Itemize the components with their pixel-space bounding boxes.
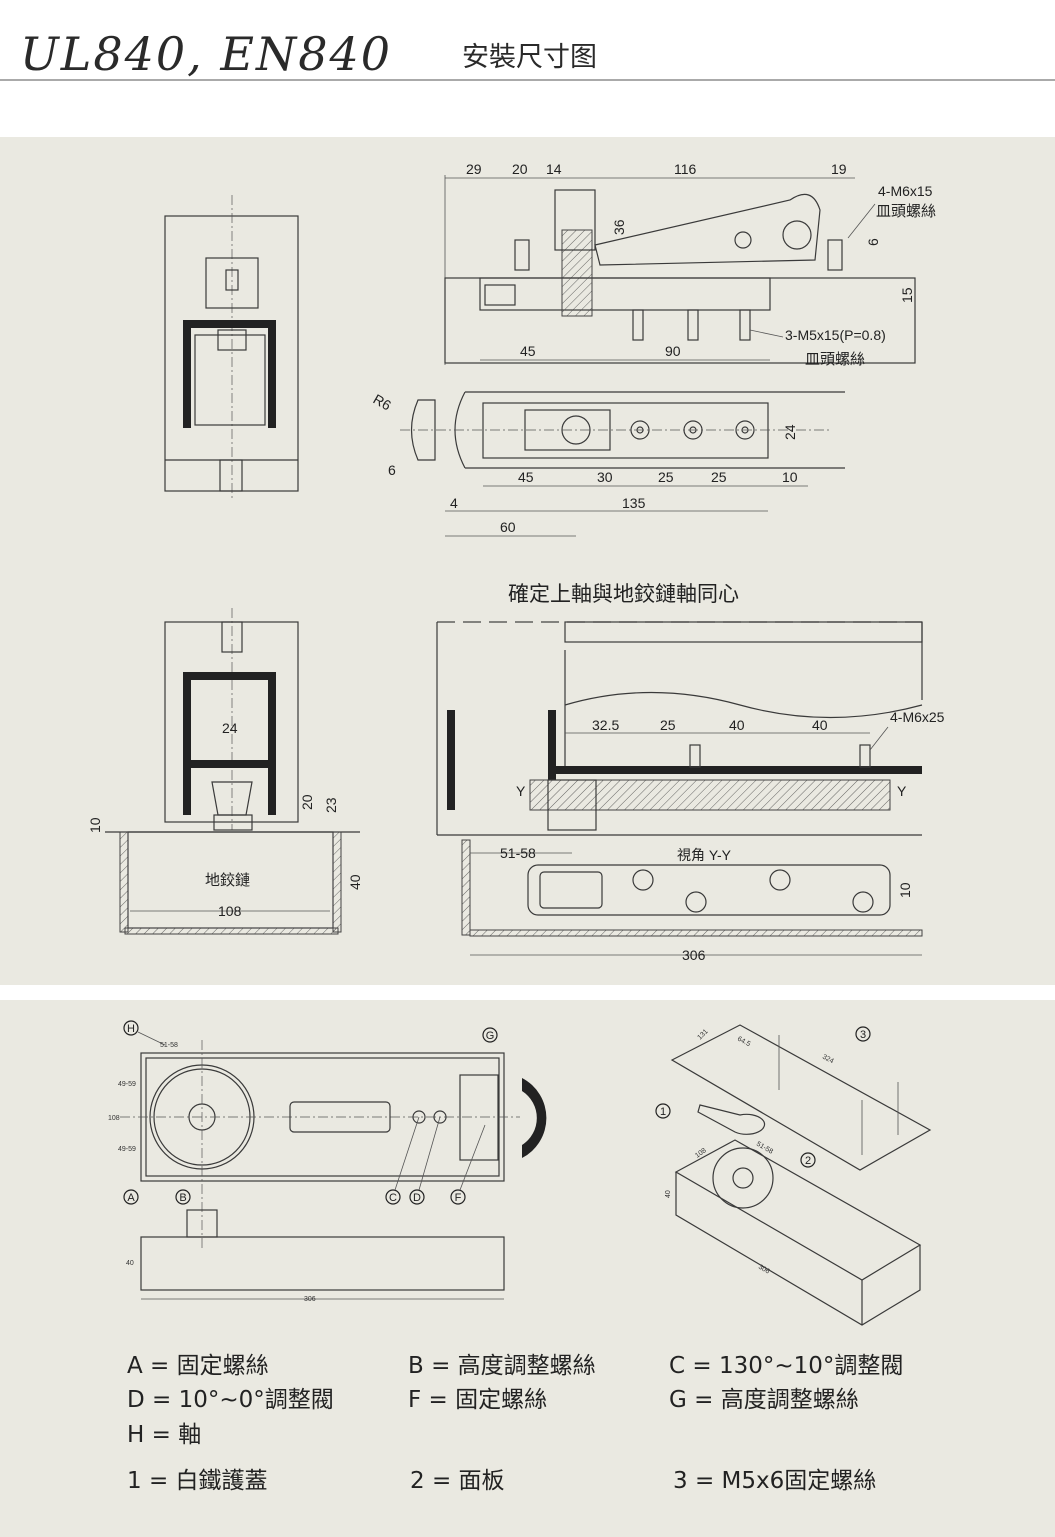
svg-text:G: G <box>486 1030 495 1042</box>
dim-r6: R6 <box>371 391 395 414</box>
dim-25-section: 25 <box>660 717 676 733</box>
dim-10-plan: 10 <box>782 469 798 485</box>
dim-324-iso: 324 <box>821 1054 835 1066</box>
view-y-y-label: 視角 Y-Y <box>677 847 732 863</box>
screw-type-label-2: 皿頭螺絲 <box>805 350 865 368</box>
dim-20-side: 20 <box>299 794 315 810</box>
legend-h: H = 軸 <box>127 1422 201 1448</box>
legend-f: F = 固定螺絲 <box>408 1387 547 1413</box>
svg-text:3: 3 <box>860 1029 866 1041</box>
dim-25b-plan: 25 <box>711 469 727 485</box>
dim-36: 36 <box>611 219 627 235</box>
parts-legend: A = 固定螺絲 B = 高度調整螺絲 C = 130°~10°調整閥 D = … <box>127 1353 903 1494</box>
dim-15: 15 <box>899 287 915 303</box>
floor-spring-side-view: 24 20 23 10 地鉸鏈 108 40 <box>87 608 363 935</box>
screw-spec-m6x25: 4-M6x25 <box>890 709 945 725</box>
dim-90: 90 <box>665 343 681 359</box>
legend-g: G = 高度調整螺絲 <box>669 1387 859 1413</box>
svg-text:F: F <box>455 1192 462 1204</box>
dim-25a-plan: 25 <box>658 469 674 485</box>
callout-b: B <box>175 1189 191 1205</box>
svg-text:A: A <box>127 1192 135 1204</box>
dim-19: 19 <box>831 161 847 177</box>
dim-306-section: 306 <box>682 947 706 963</box>
dim-45-plan: 45 <box>518 469 534 485</box>
legend-1: 1 = 白鐵護蓋 <box>127 1468 268 1494</box>
dim-40-side: 40 <box>347 874 363 890</box>
dim-40-plan: 40 <box>126 1260 134 1267</box>
screw-spec-m5x15: 3-M5x15(P=0.8) <box>785 327 886 343</box>
dim-10-section: 10 <box>897 882 913 898</box>
legend-c: C = 130°~10°調整閥 <box>669 1353 903 1379</box>
door-section-view: 32.5 25 40 40 4-M6x25 Y Y 51-58 視角 Y-Y 1… <box>436 621 945 963</box>
section-mark-y-left: Y <box>516 783 526 799</box>
dim-4-plan: 4 <box>450 495 458 511</box>
dim-49-59-lower: 49-59 <box>118 1146 136 1153</box>
legend-b: B = 高度調整螺絲 <box>408 1353 596 1379</box>
callout-f: F <box>450 1189 466 1205</box>
dim-135-plan: 135 <box>622 495 646 511</box>
dim-30-plan: 30 <box>597 469 613 485</box>
dim-6: 6 <box>865 238 881 246</box>
screw-type-label: 皿頭螺絲 <box>876 202 936 220</box>
dim-6-plan: 6 <box>388 462 396 478</box>
dim-108-plan: 108 <box>108 1115 120 1122</box>
screw-spec-m6x15: 4-M6x15 <box>878 183 933 199</box>
callout-1: 1 <box>655 1103 671 1119</box>
svg-text:D: D <box>413 1192 421 1204</box>
floor-spring-plan-drawing: H G A B C D F 51-58 49-59 108 49-59 40 3… <box>108 1020 547 1303</box>
svg-text:B: B <box>179 1192 186 1204</box>
dim-40a-section: 40 <box>729 717 745 733</box>
legend-2: 2 = 面板 <box>410 1468 505 1494</box>
dim-40-iso: 40 <box>665 1190 672 1198</box>
dim-45: 45 <box>520 343 536 359</box>
dim-116: 116 <box>674 161 697 177</box>
legend-3: 3 = M5x6固定螺絲 <box>673 1468 876 1494</box>
dim-306-iso: 306 <box>757 1264 771 1276</box>
callout-3: 3 <box>855 1026 871 1042</box>
concentric-note-heading: 確定上軸與地鉸鏈軸同心 <box>508 582 739 606</box>
page-title: UL840, EN840 安裝尺寸图 <box>0 27 1055 81</box>
callout-g: G <box>482 1027 498 1043</box>
callout-d: D <box>409 1189 425 1205</box>
dim-14: 14 <box>546 161 562 177</box>
callout-c: C <box>385 1189 401 1205</box>
bottom-panel <box>0 1000 1055 1537</box>
dim-32-5: 32.5 <box>592 717 619 733</box>
closer-elevation-view: 29 20 14 116 19 36 6 15 45 90 4-M6x15 皿頭… <box>444 161 936 368</box>
dim-60-plan: 60 <box>500 519 516 535</box>
dim-306-plan: 306 <box>304 1296 316 1303</box>
dim-24-plan: 24 <box>782 424 798 440</box>
svg-text:H: H <box>127 1023 135 1035</box>
dim-23-side: 23 <box>323 797 339 813</box>
title-subtitle: 安裝尺寸图 <box>462 42 597 73</box>
floor-spring-label: 地鉸鏈 <box>205 871 250 889</box>
svg-text:1: 1 <box>660 1106 666 1118</box>
dim-10-side: 10 <box>87 817 103 833</box>
dim-24-side: 24 <box>222 720 238 736</box>
section-mark-y-right: Y <box>897 783 907 799</box>
svg-text:C: C <box>389 1192 397 1204</box>
callout-h: H <box>123 1020 139 1036</box>
legend-d: D = 10°~0°調整閥 <box>127 1387 334 1413</box>
dim-51-58-plan: 51-58 <box>160 1042 178 1049</box>
side-view-top-left <box>164 195 299 500</box>
closer-plan-view: R6 6 24 45 30 25 25 10 4 135 60 <box>371 391 845 537</box>
model-title: UL840, EN840 <box>20 27 392 81</box>
dim-29: 29 <box>466 161 482 177</box>
dim-20: 20 <box>512 161 528 177</box>
callout-a: A <box>123 1189 139 1205</box>
dim-108-side: 108 <box>218 903 242 919</box>
svg-text:2: 2 <box>805 1155 811 1167</box>
dim-51-58-section: 51-58 <box>500 845 536 861</box>
dim-49-59-upper: 49-59 <box>118 1081 136 1088</box>
dim-40b-section: 40 <box>812 717 828 733</box>
exploded-isometric-view: 1 2 3 131 64.5 324 108 51-58 40 306 <box>655 1024 932 1326</box>
callout-2: 2 <box>800 1152 816 1168</box>
legend-a: A = 固定螺絲 <box>127 1353 269 1379</box>
